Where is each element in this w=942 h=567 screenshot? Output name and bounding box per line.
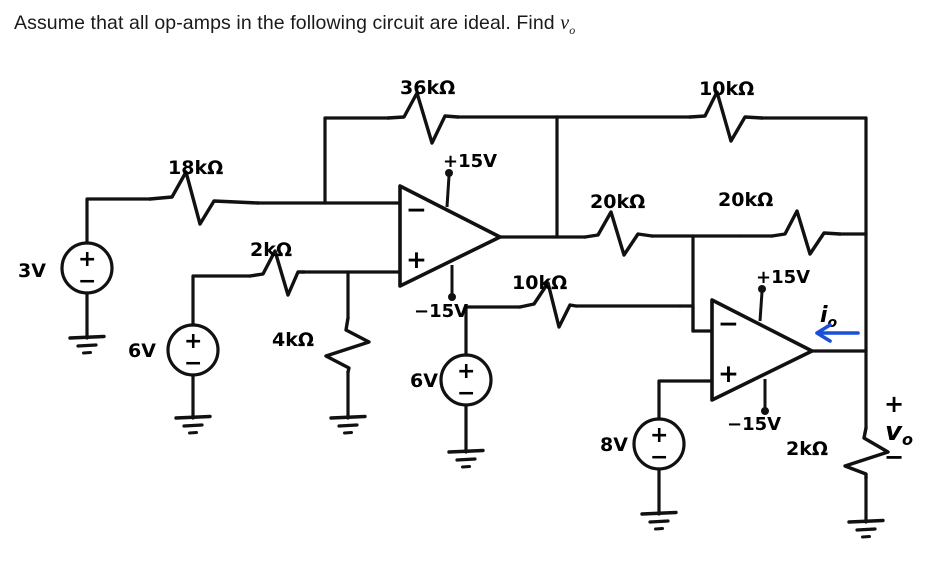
source-8v-plus: + <box>650 423 668 448</box>
opamp-1: − + +15V −15V <box>398 151 502 322</box>
source-6v-mid-minus: − <box>457 381 475 406</box>
opamp-1-vpos-pin <box>445 175 451 208</box>
resistor-10k-mid-symbol <box>518 281 578 329</box>
label-20k-left: 20kΩ <box>590 191 645 213</box>
resistor-2k-in-symbol <box>248 249 306 297</box>
opamp-2-noninverting-label: + <box>718 359 739 388</box>
opamp-2-vpos-terminal <box>758 285 766 293</box>
wire-8v-to-opamp2-plus <box>657 379 714 421</box>
opamp-2: − + +15V −15V <box>710 267 814 435</box>
resistor-2k-out-symbol <box>843 426 890 480</box>
opamp-2-vpos-pin <box>758 291 764 322</box>
resistor-20k-left-symbol <box>583 210 654 257</box>
source-8v-minus: − <box>650 445 668 470</box>
resistor-4k-symbol <box>324 316 371 374</box>
source-3v-plus: + <box>78 247 96 272</box>
opamp-1-vpos-terminal <box>445 169 453 177</box>
source-6v-left-circle <box>166 323 220 377</box>
voltage-vo-label: vo <box>885 417 913 449</box>
source-8v-circle <box>632 417 686 471</box>
source-6v-mid-plus: + <box>457 359 475 384</box>
source-8v-label: 8V <box>600 434 628 456</box>
opamp-2-vpos-label: +15V <box>756 267 810 288</box>
source-6v-left-label: 6V <box>128 340 156 362</box>
opamp-1-inverting-label: − <box>406 195 427 224</box>
label-2k-in: 2kΩ <box>250 239 292 261</box>
opamp-1-vneg-label: −15V <box>414 301 468 322</box>
opamp-2-body <box>710 298 814 402</box>
label-10k-mid: 10kΩ <box>512 272 567 294</box>
source-3v-label: 3V <box>18 260 46 282</box>
source-6v-left-minus: − <box>184 351 202 376</box>
source-8v: + − 8V <box>600 417 686 471</box>
current-io-arrowhead <box>815 323 832 343</box>
wire-10kmid-join <box>678 304 695 333</box>
label-4k: 4kΩ <box>272 329 314 351</box>
wire-6v-mid-to-10k <box>464 305 522 357</box>
source-6v-mid-label: 6V <box>410 370 438 392</box>
opamp-1-vneg-terminal <box>448 293 456 301</box>
opamp-2-inverting-label: − <box>718 309 739 338</box>
resistor-18k-symbol <box>148 170 260 226</box>
wire-3v-to-18k <box>85 197 152 245</box>
vo-plus-sign: + <box>884 390 904 418</box>
source-3v-minus: − <box>78 269 96 294</box>
source-6v-left-plus: + <box>184 329 202 354</box>
wire-6v-left-to-2k <box>191 274 252 327</box>
opamp-2-vneg-terminal <box>761 407 769 415</box>
blue-annotations: io vo + − <box>815 303 913 471</box>
opamp-2-vneg-label: −15V <box>727 414 781 435</box>
resistor-10k-top-symbol <box>688 90 764 143</box>
label-36k: 36kΩ <box>400 77 455 99</box>
source-3v: + − 3V <box>18 241 114 295</box>
prompt-lead-text: Assume that all op-amps in the following… <box>14 12 561 34</box>
current-io-label: io <box>820 303 838 331</box>
source-6v-mid-circle <box>439 353 493 407</box>
vo-minus-sign: − <box>884 443 904 471</box>
junction-dots <box>692 235 694 237</box>
label-20k-right: 20kΩ <box>718 189 773 211</box>
prompt-variable: vo <box>560 12 576 37</box>
source-3v-circle <box>60 241 114 295</box>
source-6v-left: + − 6V <box>128 323 220 377</box>
voltage-sources: + − 3V + − 6V + − 6V + − 8V <box>18 241 686 471</box>
label-2k-out: 2kΩ <box>786 438 828 460</box>
opamp-1-vpos-label: +15V <box>443 151 497 172</box>
resistor-36k-symbol <box>386 91 460 145</box>
page-title: Assume that all op-amps in the following… <box>14 12 575 38</box>
label-10k-top: 10kΩ <box>699 78 754 100</box>
opamp-1-noninverting-label: + <box>406 245 427 274</box>
opamp-1-body <box>398 184 502 288</box>
source-6v-mid: + − 6V <box>410 353 493 407</box>
resistor-20k-right-symbol <box>770 209 842 256</box>
label-18k: 18kΩ <box>168 157 223 179</box>
